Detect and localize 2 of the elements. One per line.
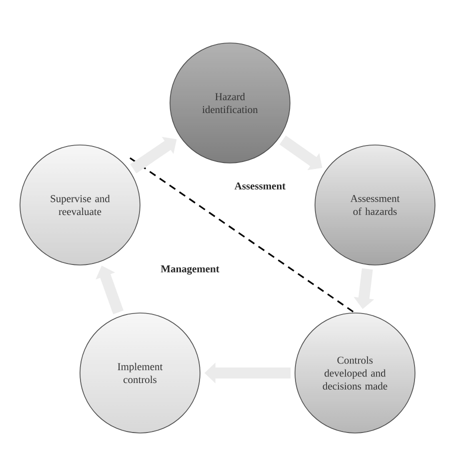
section-label: Assessment <box>234 182 286 190</box>
section-label: Management <box>160 265 220 275</box>
